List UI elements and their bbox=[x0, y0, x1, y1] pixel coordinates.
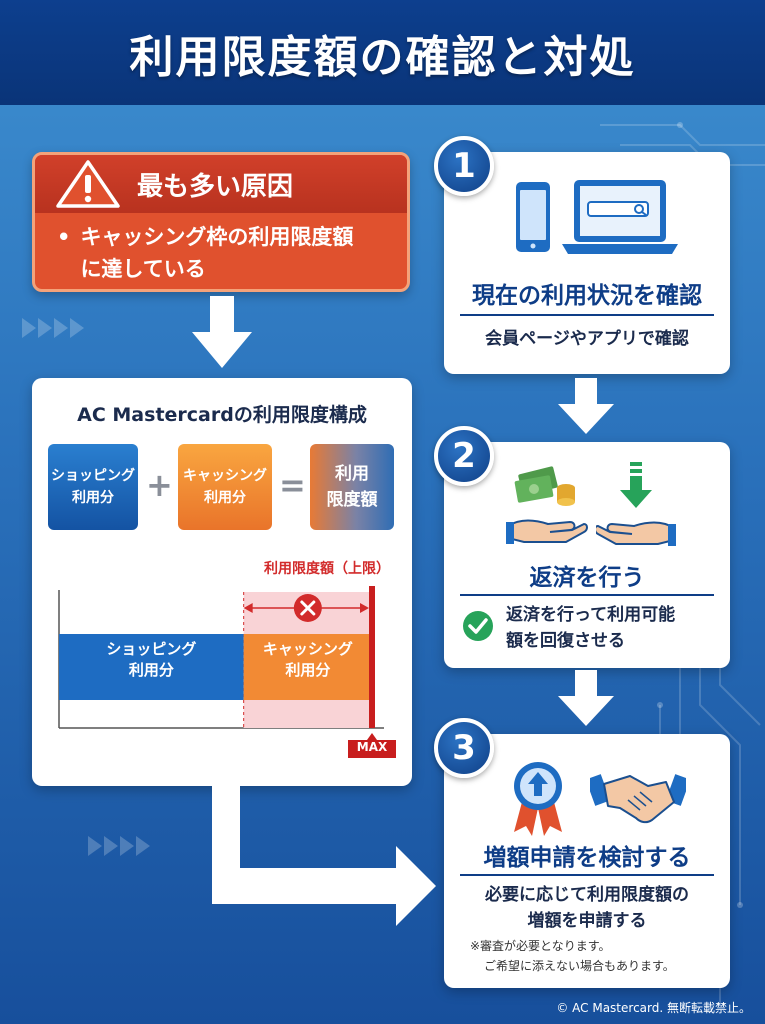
bar-cashing-label-line2: 利用分 bbox=[285, 661, 331, 679]
step-3-card: 増額申請を検討する 必要に応じて利用限度額の 増額を申請する ※審査が必要となり… bbox=[444, 734, 730, 988]
span-arrow-head-right bbox=[360, 603, 369, 613]
bar-cashing-label: キャッシング 利用分 bbox=[244, 639, 372, 681]
money-icon bbox=[506, 466, 588, 544]
cashing-label-line1: キャッシング bbox=[183, 468, 267, 484]
cashing-usage-box: キャッシング利用分 bbox=[178, 444, 272, 530]
cause-text-line2: に達している bbox=[80, 257, 206, 281]
limit-bar-chart bbox=[58, 586, 396, 758]
receive-hand-icon bbox=[596, 462, 676, 546]
step-2-desc: 返済を行って利用可能 額を回復させる bbox=[506, 602, 675, 654]
shopping-usage-box: ショッピング利用分 bbox=[48, 444, 138, 530]
bar-cashing-label-line1: キャッシング bbox=[262, 640, 353, 658]
bar-shopping bbox=[59, 634, 244, 700]
copyright-text: © AC Mastercard. 無断転載禁止。 bbox=[556, 1001, 751, 1015]
cross-icon bbox=[293, 594, 322, 622]
composition-title: AC Mastercardの利用限度構成 bbox=[77, 404, 367, 426]
bar-shopping-label-line1: ショッピング bbox=[106, 640, 197, 658]
step-3-note-line1: ※審査が必要となります。 bbox=[470, 939, 611, 953]
bar-shopping-label: ショッピング 利用分 bbox=[59, 639, 244, 681]
step-3-title: 増額申請を検討する bbox=[483, 845, 691, 871]
shopping-label-line2: 利用分 bbox=[72, 490, 114, 506]
step-1-card: 現在の利用状況を確認 会員ページやアプリで確認 bbox=[444, 152, 730, 374]
down-arrow-step2-to-3 bbox=[558, 670, 614, 726]
step-2-number: 2 bbox=[434, 426, 494, 486]
step-1-desc: 会員ページやアプリで確認 bbox=[485, 329, 689, 349]
flow-arrow-to-step3 bbox=[212, 786, 436, 926]
down-arrow-icon bbox=[620, 462, 652, 508]
handshake-icon bbox=[590, 774, 686, 824]
cause-title: 最も多い原因 bbox=[137, 171, 294, 202]
max-label: MAX bbox=[356, 740, 388, 754]
step-1-title: 現在の利用状況を確認 bbox=[472, 283, 702, 309]
down-arrow-icon bbox=[192, 296, 252, 368]
plus-sign: + bbox=[146, 466, 173, 504]
step-3-desc-line2: 増額を申請する bbox=[527, 911, 647, 931]
step-3-desc: 必要に応じて利用限度額の 増額を申請する bbox=[444, 882, 730, 934]
step-3-desc-line1: 必要に応じて利用限度額の bbox=[485, 885, 689, 905]
cause-header: 最も多い原因 bbox=[35, 155, 407, 213]
cause-box: 最も多い原因 • キャッシング枠の利用限度額 に達している bbox=[32, 152, 410, 292]
limit-cap-label: 利用限度額（上限） bbox=[264, 561, 390, 577]
search-icon bbox=[634, 204, 647, 216]
limit-total-box: 利用限度額 bbox=[310, 444, 394, 530]
span-arrow-head-left bbox=[243, 603, 253, 613]
bullet: • bbox=[57, 225, 71, 249]
step-3-number: 3 bbox=[434, 718, 494, 778]
step-2-desc-line1: 返済を行って利用可能 bbox=[506, 605, 676, 625]
cashing-label-line2: 利用分 bbox=[204, 490, 246, 506]
page-title: 利用限度額の確認と対処 bbox=[129, 31, 636, 83]
step-1-divider bbox=[460, 314, 714, 316]
hand-icon bbox=[506, 519, 588, 544]
limit-composition-panel: AC Mastercardの利用限度構成 ショッピング利用分 + キャッシング利… bbox=[32, 378, 412, 786]
laptop-icon bbox=[562, 180, 678, 254]
bar-shopping-label-line2: 利用分 bbox=[128, 661, 174, 679]
header-bar: 利用限度額の確認と対処 bbox=[0, 0, 765, 105]
check-icon bbox=[463, 611, 493, 641]
step-2-desc-line2: 額を回復させる bbox=[506, 631, 625, 651]
bar-cashing bbox=[243, 634, 372, 700]
step-1-number: 1 bbox=[434, 136, 494, 196]
down-arrow-step1-to-2 bbox=[558, 378, 614, 434]
smartphone-icon bbox=[516, 182, 550, 252]
max-tag bbox=[348, 733, 396, 758]
cause-text: • キャッシング枠の利用限度額 に達している bbox=[35, 213, 407, 285]
equals-sign: = bbox=[279, 466, 306, 504]
limit-label-line1: 利用 bbox=[335, 464, 369, 484]
award-up-icon bbox=[514, 762, 562, 836]
shopping-label-line1: ショッピング bbox=[51, 468, 135, 484]
step-2-title: 返済を行う bbox=[529, 565, 645, 591]
step-3-divider bbox=[460, 874, 714, 876]
step-3-note-line2: ご希望に添えない場合もあります。 bbox=[484, 959, 675, 973]
warning-icon bbox=[56, 160, 120, 208]
step-3-note: ※審査が必要となります。 ご希望に添えない場合もあります。 bbox=[470, 936, 675, 976]
step-2-card: 返済を行う 返済を行って利用可能 額を回復させる bbox=[444, 442, 730, 668]
limit-label-line2: 限度額 bbox=[326, 490, 378, 510]
step-2-divider bbox=[460, 594, 714, 596]
cause-text-line1: キャッシング枠の利用限度額 bbox=[80, 225, 354, 249]
